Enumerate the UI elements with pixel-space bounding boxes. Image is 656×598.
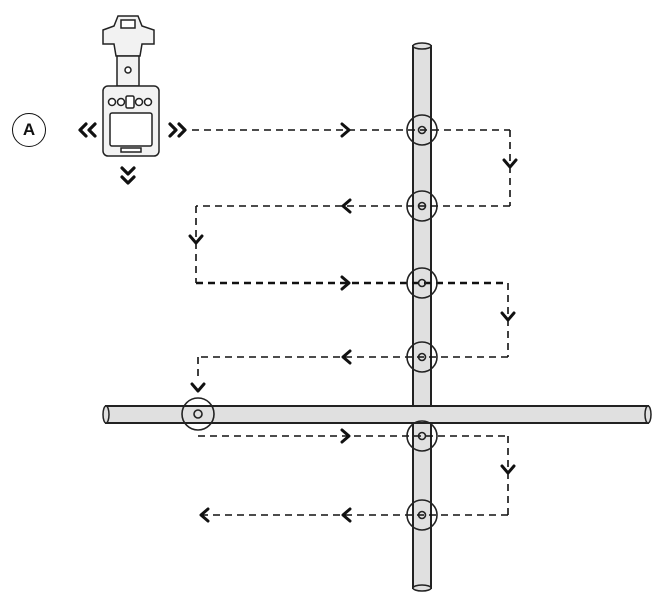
motion-arrows	[78, 122, 187, 185]
pipe-crossing-markers	[181, 114, 438, 531]
arrow-left-icon	[341, 507, 352, 523]
pipe-crossing-marker	[181, 397, 215, 431]
vertical-pipe	[412, 42, 432, 592]
arrow-down-icon	[500, 464, 516, 475]
pipe-crossing-marker	[406, 267, 438, 299]
arrow-left-icon	[341, 349, 352, 365]
pipe-crossing-marker	[406, 114, 438, 146]
arrow-down-icon	[500, 311, 516, 322]
pipe-crossing-marker	[406, 190, 438, 222]
dashed-scan-path	[192, 129, 511, 516]
label-a-badge: A	[12, 113, 46, 147]
arrow-down-icon	[188, 234, 204, 245]
arrow-right-icon	[340, 428, 351, 444]
pipe-crossing-marker	[406, 420, 438, 452]
move-right-icon	[168, 122, 187, 138]
path-direction-arrows	[188, 122, 518, 523]
arrow-down-icon	[502, 158, 518, 169]
horizontal-pipe	[102, 405, 652, 424]
pipe-crossing-marker	[406, 499, 438, 531]
arrow-left-icon	[199, 507, 210, 523]
arrow-left-icon	[341, 198, 352, 214]
move-down-icon	[120, 166, 136, 185]
arrow-right-icon	[340, 275, 351, 291]
label-a-text: A	[22, 120, 36, 139]
pipe-crossing-marker	[406, 341, 438, 373]
arrow-down-icon	[190, 382, 206, 393]
arrow-right-icon	[340, 122, 351, 138]
move-left-icon	[78, 122, 97, 138]
handheld-scanner-icon	[102, 15, 160, 157]
